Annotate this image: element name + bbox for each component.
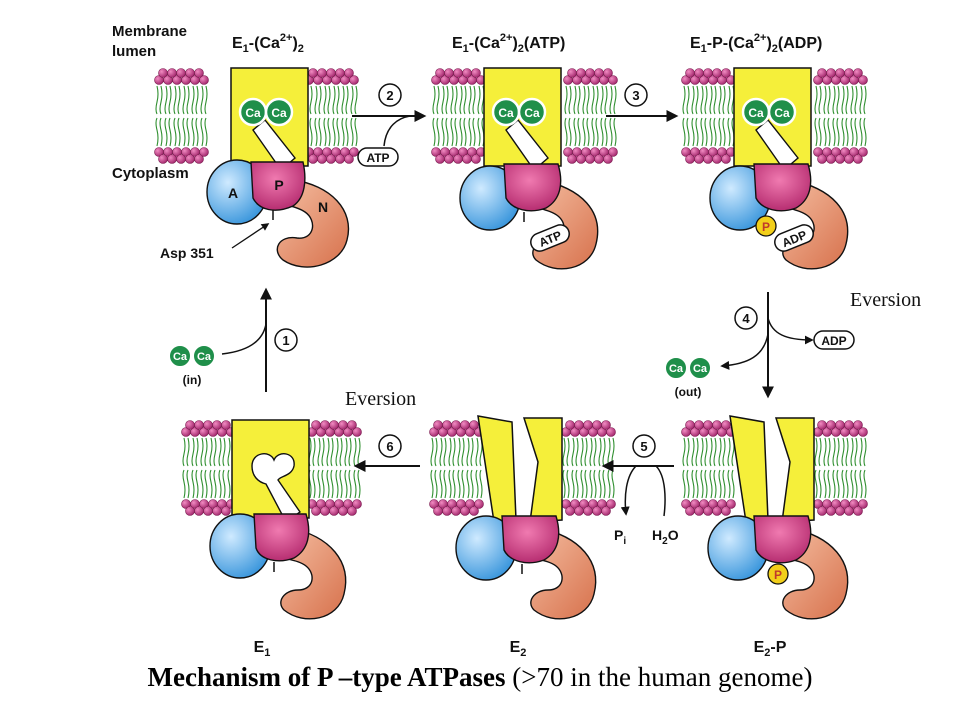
ca-in-label: Ca [173, 351, 188, 363]
state-e1 [180, 419, 363, 620]
p-domain [501, 515, 560, 564]
state-e1p-ca2-adp: Ca Ca P ADP [680, 67, 869, 270]
h2o-label: H2O [652, 527, 679, 547]
phosphate-label: P [774, 568, 782, 582]
ca-out-text: (out) [675, 385, 702, 399]
state-e1-ca2: Ca Ca A P N [153, 67, 360, 268]
p-domain-label: P [274, 177, 283, 193]
adp-reactant-label: ADP [821, 334, 846, 348]
ca-label: Ca [245, 106, 261, 120]
ca-out-label: Ca [669, 363, 684, 375]
lumen-label: lumen [112, 43, 156, 60]
step-4-label: 4 [742, 311, 750, 326]
step-6-label: 6 [386, 439, 393, 454]
step-5-arrow: 5 Pi H2O [601, 434, 679, 547]
p-domain [250, 161, 306, 211]
eversion-label-2: Eversion [345, 388, 416, 410]
p-domain [753, 515, 812, 564]
step-3-arrow: 3 [606, 83, 679, 122]
ca-label: Ca [524, 106, 540, 120]
n-domain-label: N [318, 199, 328, 215]
ca-label: Ca [271, 106, 287, 120]
cytoplasm-label: Cytoplasm [112, 165, 189, 182]
state-label-e1-ca2-atp: E1-(Ca2+)2(ATP) [452, 32, 565, 55]
state-label-e2: E2 [510, 639, 527, 659]
ca-label: Ca [774, 106, 790, 120]
state-label-e1p-ca2-adp: E1-P-(Ca2+)2(ADP) [690, 32, 822, 55]
membrane-label: Membrane [112, 23, 187, 40]
step-3-label: 3 [632, 88, 639, 103]
state-e2 [428, 415, 617, 620]
state-label-e1: E1 [254, 639, 271, 659]
ca-ion-pair: Ca Ca [238, 97, 294, 127]
phosphate-icon [767, 563, 789, 585]
ca-label: Ca [498, 106, 514, 120]
step-6-arrow: 6 [353, 434, 420, 472]
adp-bound-badge: ADP [774, 224, 814, 252]
step-5-label: 5 [640, 439, 647, 454]
ca-label: Ca [748, 106, 764, 120]
step-2-arrow: 2 ATP [352, 83, 427, 167]
pi-label: Pi [614, 527, 626, 547]
ca-in-text: (in) [183, 373, 202, 387]
step-2-label: 2 [386, 88, 393, 103]
atp-reactant-label: ATP [366, 151, 389, 165]
state-label-e2-p: E2-P [754, 639, 787, 659]
p-domain [503, 163, 562, 212]
step-4-arrow: 4 ADP Ca Ca (out) [664, 292, 855, 399]
phosphate-icon [755, 215, 777, 237]
p-domain [253, 513, 310, 562]
caption-normal: (>70 in the human genome) [505, 662, 813, 692]
figure-caption: Mechanism of P –type ATPases (>70 in the… [0, 662, 960, 693]
caption-bold: Mechanism of P –type ATPases [147, 662, 506, 692]
phosphate-label: P [762, 220, 770, 234]
state-label-e1-ca2: E1-(Ca2+)2 [232, 32, 304, 55]
asp351-label: Asp 351 [160, 245, 214, 261]
p-domain [753, 163, 812, 212]
eversion-label-1: Eversion [850, 289, 921, 311]
atp-bound-badge: ATP [530, 224, 570, 252]
ca-out-label: Ca [693, 363, 708, 375]
step-1-arrow: 1 Ca Ca (in) [168, 287, 298, 392]
a-domain-label: A [228, 185, 238, 201]
step-1-label: 1 [282, 333, 289, 348]
state-e1-ca2-atp: Ca Ca ATP [430, 67, 619, 270]
ca-in-label: Ca [197, 351, 212, 363]
state-e2-p: P [680, 415, 869, 620]
